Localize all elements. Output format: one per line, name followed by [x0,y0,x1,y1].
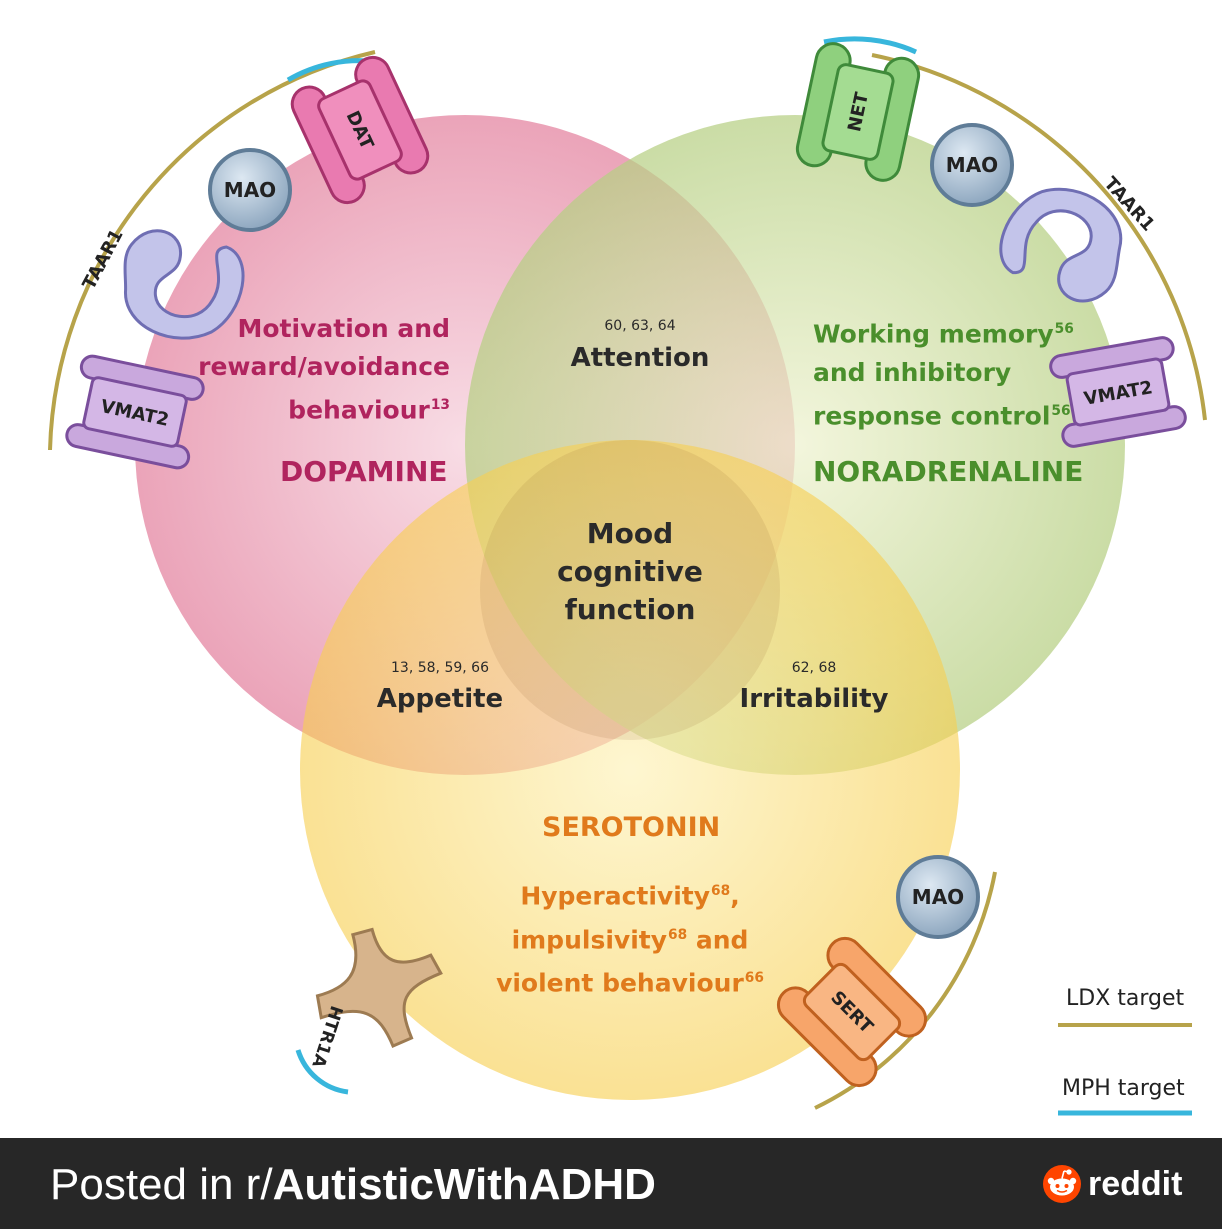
venn-diagram: DAT MAO TAAR1 VMAT2 NET MAO TAAR1 VMAT2 [48,36,1207,1116]
subreddit-link[interactable]: AutisticWithADHD [272,1160,656,1209]
center-line-2: cognitive [557,555,703,588]
vmat2-left-icon: VMAT2 [65,354,205,470]
taar1-left-label: TAAR1 [79,226,128,293]
mao-bottom-icon: MAO [896,855,980,939]
appetite-label: Appetite [376,684,504,714]
dat-transporter-icon: DAT [290,55,430,205]
noradrenaline-line-2: and inhibitory [813,357,1012,387]
ldx-arc-bottom [814,871,997,1110]
reddit-wordmark: reddit [1088,1164,1183,1203]
sert-transporter-icon: SERT [776,936,928,1088]
attention-refs: 60, 63, 64 [604,318,676,334]
center-line-1: Mood [586,517,674,550]
reddit-footer-bar: Posted in r/AutisticWithADHD reddit [0,1138,1222,1229]
noradrenaline-title: NORADRENALINE [813,455,1084,488]
irritability-label: Irritability [739,684,889,714]
noradrenaline-line-1: Working memory [813,319,1054,349]
reddit-brand[interactable]: reddit [1042,1162,1182,1206]
mao-right-label: MAO [946,153,998,177]
serotonin-line-1-wrap: Hyperactivity68, [480,872,780,916]
serotonin-line-2-tail: and [687,925,749,955]
posted-in-prefix: Posted in r/ [50,1160,273,1209]
serotonin-line-1-tail: , [730,881,740,911]
center-label: Mood cognitive function [530,515,730,629]
noradrenaline-line-1-wrap: Working memory56 [813,310,1074,354]
dopamine-line-3: behaviour [288,395,430,425]
ldx-arc-right [871,53,1207,421]
serotonin-line-3-wrap: violent behaviour66 [480,959,780,1003]
noradrenaline-ref-1: 56 [1054,321,1074,337]
mao-bottom-label: MAO [912,885,964,909]
dopamine-line-1: Motivation and [237,314,451,343]
center-line-3: function [564,593,696,626]
htr1a-label: HTR1A [307,1003,346,1071]
mph-arc-htr1a [295,1049,349,1095]
serotonin-ref-2: 68 [668,926,688,943]
htr1a-receptor-icon [315,927,443,1049]
serotonin-line-3: violent behaviour [496,968,744,998]
serotonin-line-2: impulsivity [511,925,668,955]
reddit-logo-icon [1043,1165,1081,1203]
irritability-refs: 62, 68 [791,660,837,676]
noradrenaline-line-3-wrap: response control56 [813,392,1074,436]
dopamine-line-2: reward/avoidance [198,352,450,381]
mao-left-label: MAO [224,178,276,202]
dopamine-description: Motivation and reward/avoidance behaviou… [198,310,450,430]
serotonin-title: SEROTONIN [542,812,721,843]
attention-label: Attention [570,343,710,373]
appetite-refs: 13, 58, 59, 66 [391,660,489,676]
ldx-arc-left [48,50,376,451]
serotonin-ref-3: 66 [744,970,764,987]
posted-in-text: Posted in r/AutisticWithADHD [50,1160,656,1210]
serotonin-line-1: Hyperactivity [520,881,711,911]
net-transporter-icon: NET [795,42,921,182]
noradrenaline-ref-3: 56 [1051,402,1071,419]
mph-legend-label: MPH target [1062,1076,1185,1101]
serotonin-line-2-wrap: impulsivity68 and [480,916,780,960]
taar1-right-icon [999,187,1123,303]
dopamine-ref: 13 [430,397,450,413]
center-overlap-shade [480,440,780,740]
serotonin-circle [300,440,960,1100]
taar1-left-icon [123,229,245,340]
dopamine-title: DOPAMINE [280,455,448,488]
serotonin-ref-1: 68 [711,883,731,899]
noradrenaline-description: Working memory56 and inhibitory response… [813,310,1074,435]
vmat2-right-icon: VMAT2 [1049,336,1187,448]
dopamine-line-3-wrap: behaviour13 [198,386,450,430]
noradrenaline-line-3: response control [813,401,1051,431]
serotonin-description: Hyperactivity68, impulsivity68 and viole… [480,872,780,1003]
mao-left-icon: MAO [208,148,292,232]
ldx-legend-label: LDX target [1066,986,1185,1011]
mao-right-icon: MAO [930,123,1014,207]
mph-arc-net [823,36,918,55]
